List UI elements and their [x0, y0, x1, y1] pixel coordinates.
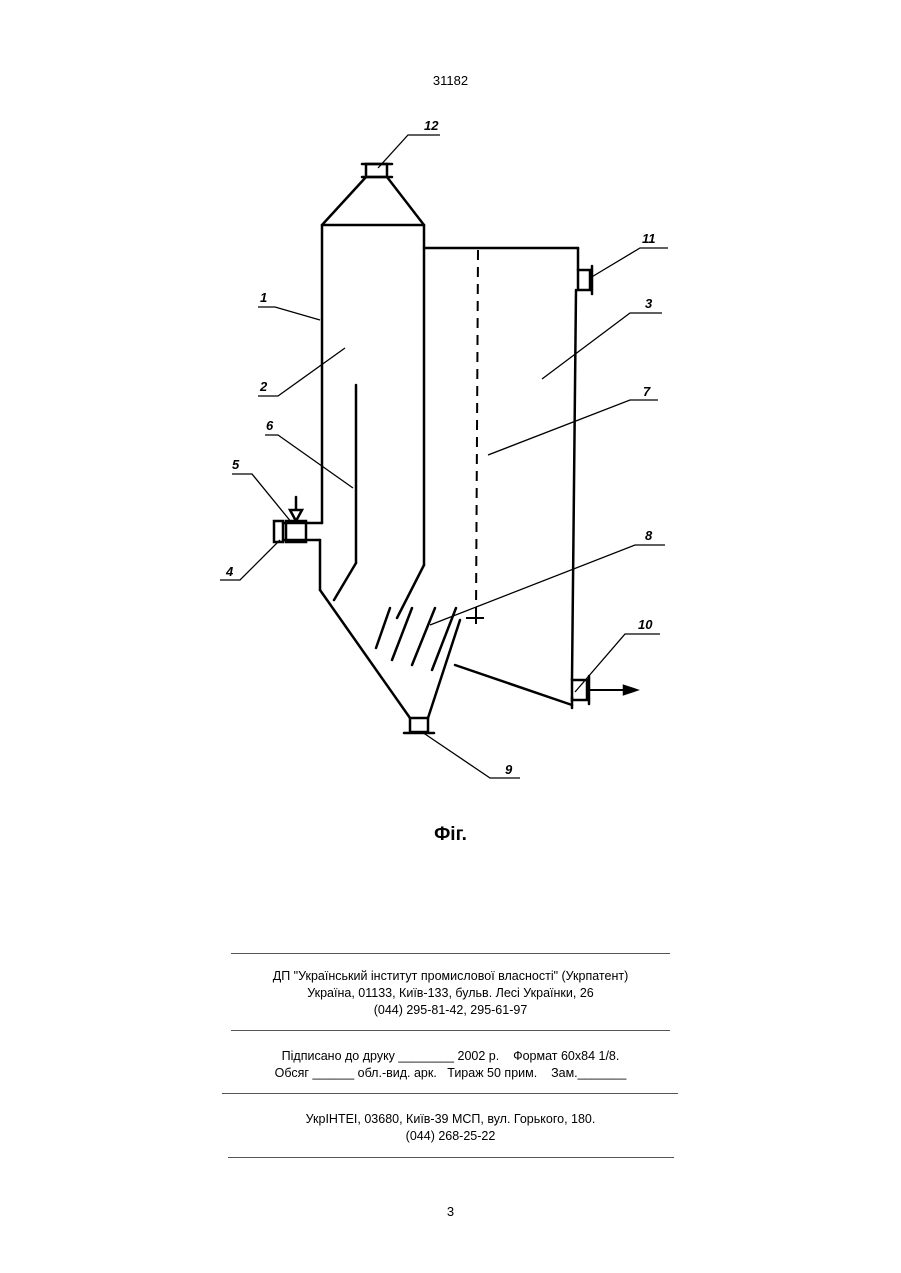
plate-8-1: [376, 608, 390, 648]
divider: [231, 953, 670, 954]
label-7: 7: [643, 384, 651, 399]
label-10: 10: [638, 617, 653, 632]
outlet-10: [572, 680, 587, 700]
printer-line: (044) 268-25-22: [0, 1128, 901, 1145]
divider: [231, 1030, 670, 1031]
leader-7: [488, 400, 658, 455]
print-info-line: Обсяг ______ обл.-вид. арк. Тираж 50 при…: [0, 1065, 901, 1082]
publisher-line: (044) 295-81-42, 295-61-97: [0, 1002, 901, 1019]
baffle-6-slant: [334, 563, 356, 600]
print-info-line: Підписано до друку ________ 2002 р. Форм…: [0, 1048, 901, 1065]
leader-3: [542, 313, 662, 379]
printer-block: УкрІНТЕІ, 03680, Київ-39 МСП, вул. Горьк…: [0, 1111, 901, 1145]
label-1: 1: [260, 290, 267, 305]
screen-7: [476, 250, 478, 615]
printer-line: УкрІНТЕІ, 03680, Київ-39 МСП, вул. Горьк…: [0, 1111, 901, 1128]
figure-caption: Фіг.: [0, 824, 901, 846]
label-9: 9: [505, 762, 513, 777]
label-2: 2: [259, 379, 268, 394]
plate-8-4: [432, 608, 456, 670]
label-12: 12: [424, 118, 439, 133]
plate-8-3: [412, 608, 435, 665]
publisher-line: Україна, 01133, Київ-133, бульв. Лесі Ук…: [0, 985, 901, 1002]
page-number: 3: [0, 1204, 901, 1219]
outlet-flange-9: [410, 718, 428, 732]
leader-5: [232, 474, 292, 523]
leader-11: [590, 248, 668, 278]
label-8: 8: [645, 528, 653, 543]
apparatus-drawing: 1 2 3 4 5 6 7 8 9 10 11 12: [0, 0, 901, 800]
divider: [228, 1157, 674, 1158]
leader-6: [265, 435, 353, 488]
publisher-block: ДП "Український інститут промислової вла…: [0, 968, 901, 1019]
leader-1: [258, 307, 320, 320]
outlet-flange-12: [366, 164, 387, 177]
label-11: 11: [642, 231, 656, 246]
divider: [222, 1093, 678, 1094]
top-cone-right: [387, 177, 424, 225]
leader-8: [430, 545, 665, 625]
outlet-11: [578, 270, 590, 290]
chamber-bottom-slant: [455, 665, 572, 705]
label-6: 6: [266, 418, 274, 433]
lower-cone-left: [320, 590, 410, 718]
label-4: 4: [225, 564, 234, 579]
leader-2: [258, 348, 345, 396]
inlet-flange-4: [274, 521, 283, 542]
chamber-right-wall-mid: [572, 290, 576, 680]
nozzle-arrow-head: [290, 510, 302, 521]
plate-8-2: [392, 608, 412, 660]
publisher-line: ДП "Український інститут промислової вла…: [0, 968, 901, 985]
label-3: 3: [645, 296, 653, 311]
label-5: 5: [232, 457, 240, 472]
outlet-10-arrow-head: [624, 686, 636, 694]
top-cone-left: [322, 177, 366, 225]
print-info-block: Підписано до друку ________ 2002 р. Форм…: [0, 1048, 901, 1082]
